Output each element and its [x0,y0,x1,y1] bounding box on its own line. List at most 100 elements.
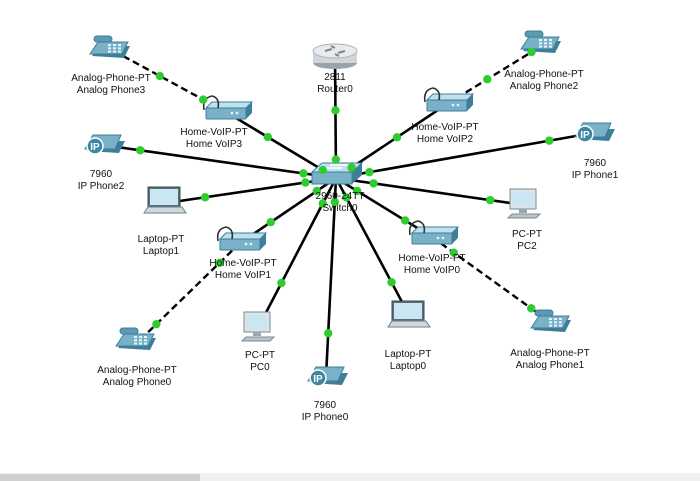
port-link-light [485,195,495,205]
port-link-light [449,248,458,257]
home-voip-icon [202,95,254,120]
port-link-light [301,178,310,187]
device-name-label: Router0 [317,84,353,95]
port-link-light [330,197,339,207]
port-link-light [200,193,210,202]
device-model-label: 7960 [90,169,113,180]
analog-phone-icon [530,309,571,332]
device-model-label: Home-VoIP-PT [398,253,465,264]
device-name-label: Home VoIP0 [404,265,461,276]
link-switch0-homevoip0[interactable] [335,176,433,239]
device-analog3[interactable] [89,35,130,58]
device-model-label: Analog-Phone-PT [504,69,584,80]
router-icon [312,43,358,69]
device-model-label: PC-PT [512,229,542,240]
port-link-light [342,193,351,202]
ports-layer [136,47,554,338]
analog-phone-icon [115,327,156,350]
port-link-light [263,132,272,142]
device-name-label: Home VoIP3 [186,139,243,150]
port-link-light [324,329,333,338]
pc-icon [506,188,542,219]
labels-layer: 2811Router02960-24TTSwitch0Home-VoIP-PTH… [71,69,618,423]
port-link-light [331,106,340,115]
device-model-label: Analog-Phone-PT [71,73,151,84]
device-name-label: PC2 [517,241,537,252]
laptop-icon [143,186,187,214]
device-model-label: 7960 [584,158,607,169]
ip-phone-icon: IP [574,122,615,143]
home-voip-icon [423,87,475,112]
port-link-light [136,146,145,155]
device-analog0[interactable] [115,327,156,350]
device-name-label: Laptop0 [390,361,427,372]
port-link-light [527,304,536,313]
port-link-light [347,163,356,172]
pc-icon [240,311,276,342]
port-link-light [266,218,275,227]
device-pc2[interactable] [506,188,542,219]
port-link-light [392,133,402,142]
port-link-light [318,199,327,208]
device-model-label: PC-PT [245,350,275,361]
device-name-label: Analog Phone0 [103,377,172,388]
device-analog1[interactable] [530,309,571,332]
port-link-light [312,186,321,196]
device-name-label: Laptop1 [143,246,180,257]
port-link-light [483,75,492,84]
device-pc0[interactable] [240,311,276,342]
device-homevoip3[interactable] [202,95,254,120]
laptop-icon [387,300,431,328]
port-link-light [387,278,396,287]
horizontal-scrollbar[interactable] [0,473,700,481]
home-voip-icon [216,226,268,251]
link-switch0-ipphone0[interactable] [324,177,338,378]
port-link-light [199,95,208,104]
device-model-label: Laptop-PT [385,349,432,360]
device-name-label: Analog Phone2 [510,81,579,92]
device-name-label: Switch0 [322,203,357,214]
device-name-label: Home VoIP2 [417,134,474,145]
port-link-light [155,71,165,81]
devices-layer: IP IP IP [84,30,615,387]
analog-phone-icon [89,35,130,58]
device-homevoip0[interactable] [408,220,460,245]
port-link-light [545,136,554,145]
device-name-label: IP Phone1 [572,170,619,181]
link-switch0-laptop1[interactable] [165,176,337,205]
device-router0[interactable] [312,43,358,69]
ip-phone-icon: IP [84,134,125,155]
link-homevoip2-analog2[interactable] [446,43,544,106]
device-analog2[interactable] [520,30,561,53]
device-ipphone0[interactable]: IP [307,366,348,387]
analog-phone-icon [520,30,561,53]
device-name-label: PC0 [250,362,270,373]
link-homevoip1-analog0[interactable] [137,242,241,343]
device-model-label: Home-VoIP-PT [180,127,247,138]
device-ipphone2[interactable]: IP [84,134,125,155]
port-link-light [365,167,374,177]
port-link-light [352,186,362,196]
device-laptop0[interactable] [387,300,431,328]
device-homevoip1[interactable] [216,226,268,251]
device-name-label: IP Phone2 [78,181,125,192]
port-link-light [369,179,378,188]
device-model-label: Home-VoIP-PT [411,122,478,133]
device-name-label: Analog Phone3 [77,85,146,96]
port-link-light [318,165,327,175]
port-link-light [277,278,286,288]
ip-phone-icon: IP [307,366,348,387]
device-name-label: Home VoIP1 [215,270,272,281]
port-link-light [527,47,536,57]
device-model-label: Laptop-PT [138,234,185,245]
device-ipphone1[interactable]: IP [574,122,615,143]
port-link-light [400,216,410,225]
device-name-label: IP Phone0 [302,412,349,423]
device-model-label: 2811 [324,72,346,83]
device-laptop1[interactable] [143,186,187,214]
device-model-label: Analog-Phone-PT [510,348,590,359]
device-homevoip2[interactable] [423,87,475,112]
horizontal-scrollbar-thumb[interactable] [0,474,200,481]
